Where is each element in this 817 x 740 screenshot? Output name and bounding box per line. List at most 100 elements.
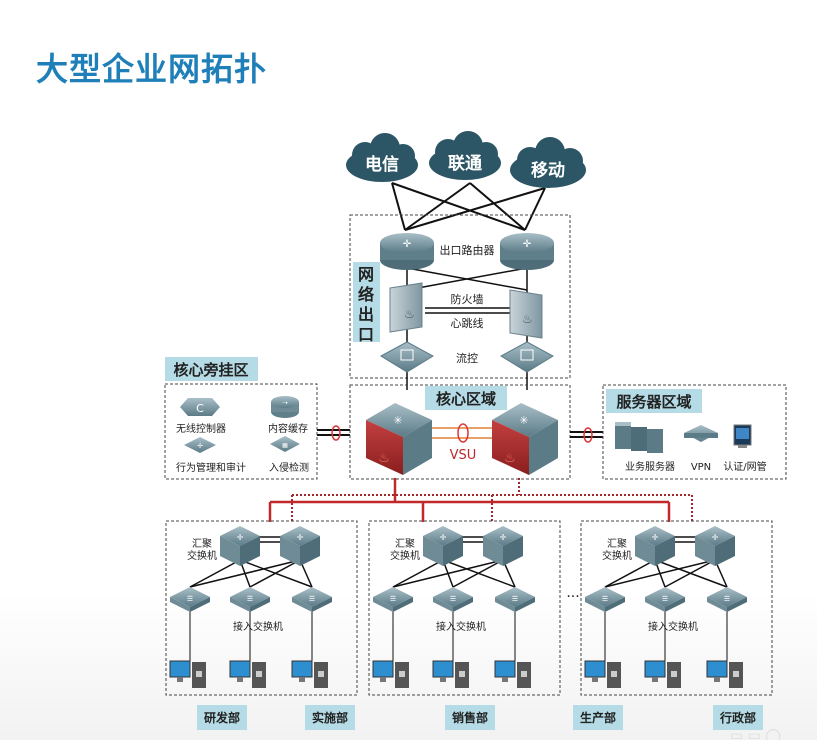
- cloud-icon: [429, 131, 501, 180]
- monitor-icon: [291, 660, 313, 678]
- switch-icon: ✛: [712, 533, 719, 542]
- wireless-controller-icon: C: [196, 402, 204, 415]
- monitor-icon: [432, 660, 454, 678]
- firewall-flame-icon: ♨: [504, 451, 516, 466]
- aggregation-label: 交换机: [187, 549, 217, 562]
- egress-zone-char: 口: [358, 325, 374, 344]
- egress-zone-box: [349, 214, 571, 379]
- link-aggregation-icon: [457, 423, 469, 443]
- core-switch-left: ✳ ♨: [366, 403, 432, 475]
- watermark: ▭ ▭ ◯: [730, 728, 781, 740]
- core-switch-icon: ✳: [519, 414, 528, 427]
- access-switch: ☰: [292, 587, 332, 612]
- isp-cloud-telecom: 电信: [346, 133, 418, 182]
- bypass-device-label: 无线控制器: [176, 422, 226, 435]
- access-switch-icon: ☰: [450, 595, 456, 603]
- aggregation-label: 汇聚: [607, 537, 627, 550]
- monitor-icon: [494, 660, 516, 678]
- monitor-icon: [736, 428, 749, 439]
- department-label: 生产部: [580, 710, 616, 725]
- vsu-links: [430, 423, 495, 443]
- more-branches-ellipsis: ···: [566, 589, 579, 605]
- pc-workstation: [291, 660, 328, 688]
- aggregation-label: 汇聚: [395, 537, 415, 550]
- router-label: 出口路由器: [440, 243, 495, 257]
- server-device-label: 认证/网管: [723, 460, 766, 473]
- pc-workstation: [644, 660, 681, 688]
- access-switch: ☰: [495, 587, 535, 612]
- pc-workstation: [372, 660, 409, 688]
- access-switch-icon: ☰: [724, 595, 730, 603]
- firewall-icon: ♨: [522, 312, 533, 326]
- pc-workstation: [706, 660, 743, 688]
- access-switch: ☰: [373, 587, 413, 612]
- monitor-icon: [644, 660, 666, 678]
- switch-icon: ✛: [440, 533, 447, 542]
- vpn-icon: [684, 433, 718, 438]
- business-servers: [615, 422, 663, 453]
- department-tag: 生产部: [573, 705, 623, 730]
- monitor-icon: [584, 660, 606, 678]
- bypass-zone-tag: [165, 357, 258, 381]
- flow-control-icon: [400, 349, 414, 361]
- access-switch: ☰: [230, 587, 270, 612]
- monitor-icon: [372, 660, 394, 678]
- switch-icon: ✛: [237, 533, 244, 542]
- access-switch-icon: ☰: [390, 595, 396, 603]
- wireless-controller: C: [180, 398, 220, 416]
- firewall-icon: ♨: [404, 307, 415, 321]
- heartbeat-label: 心跳线: [451, 316, 484, 330]
- aggregation-switch: ✛: [220, 526, 260, 566]
- pc-workstation: [494, 660, 531, 688]
- bypass-device-label: 内容缓存: [268, 422, 308, 435]
- server-zone-label: 服务器区域: [616, 393, 691, 411]
- ids-icon: ▦: [282, 442, 288, 449]
- egress-zone-char: 络: [358, 285, 374, 304]
- behavior-audit: ✛: [184, 437, 216, 453]
- cloud-icon: [346, 133, 418, 182]
- aggregation-switch: ✛: [280, 526, 320, 566]
- branch-box: [368, 520, 561, 696]
- aggregation-label: 交换机: [602, 549, 632, 562]
- aggregation-switch: ✛: [423, 526, 463, 566]
- egress-router-left: ✛: [380, 233, 434, 270]
- aggregation-switch: ✛: [695, 526, 735, 566]
- monitor-icon: [169, 660, 191, 678]
- intrusion-detection: ▦: [270, 436, 300, 452]
- isp-cloud-mobile: 移动: [510, 137, 586, 188]
- egress-zone-char: 出: [358, 305, 374, 324]
- router-icon: ✛: [403, 239, 412, 250]
- access-switch-icon: ☰: [309, 595, 315, 603]
- access-switch-label: 接入交换机: [648, 620, 698, 633]
- server-device-label: 业务服务器: [625, 460, 675, 473]
- firewall-flame-icon: ♨: [378, 451, 390, 466]
- vpn-device: [684, 425, 718, 442]
- pc-workstation: [229, 660, 266, 688]
- access-switch-icon: ☰: [602, 595, 608, 603]
- pc-workstation: [432, 660, 469, 688]
- flow-control-icon: [520, 349, 534, 361]
- access-switch: ☰: [645, 587, 685, 612]
- egress-zone-tag: [353, 262, 380, 342]
- egress-zone-char: 网: [358, 265, 374, 284]
- isp-label: 联通: [448, 154, 482, 174]
- server-zone-box: [602, 384, 787, 480]
- monitor-icon: [229, 660, 251, 678]
- firewall-left: ♨: [389, 282, 423, 333]
- department-tag: 研发部: [197, 705, 247, 730]
- firewall-label: 防火墙: [451, 292, 484, 306]
- access-switch: ☰: [585, 587, 625, 612]
- content-cache: ➝: [271, 396, 299, 418]
- server-icon: [615, 422, 631, 426]
- department-tag: 行政部: [713, 705, 763, 730]
- branch-box: [165, 520, 358, 696]
- cache-icon: ➝: [282, 399, 288, 407]
- pc-workstation: [169, 660, 206, 688]
- switch-icon: ✛: [297, 533, 304, 542]
- core-server-link: [570, 427, 603, 443]
- access-switch-icon: ☰: [247, 595, 253, 603]
- isp-cloud-unicom: 联通: [429, 131, 501, 180]
- access-switch: ☰: [433, 587, 473, 612]
